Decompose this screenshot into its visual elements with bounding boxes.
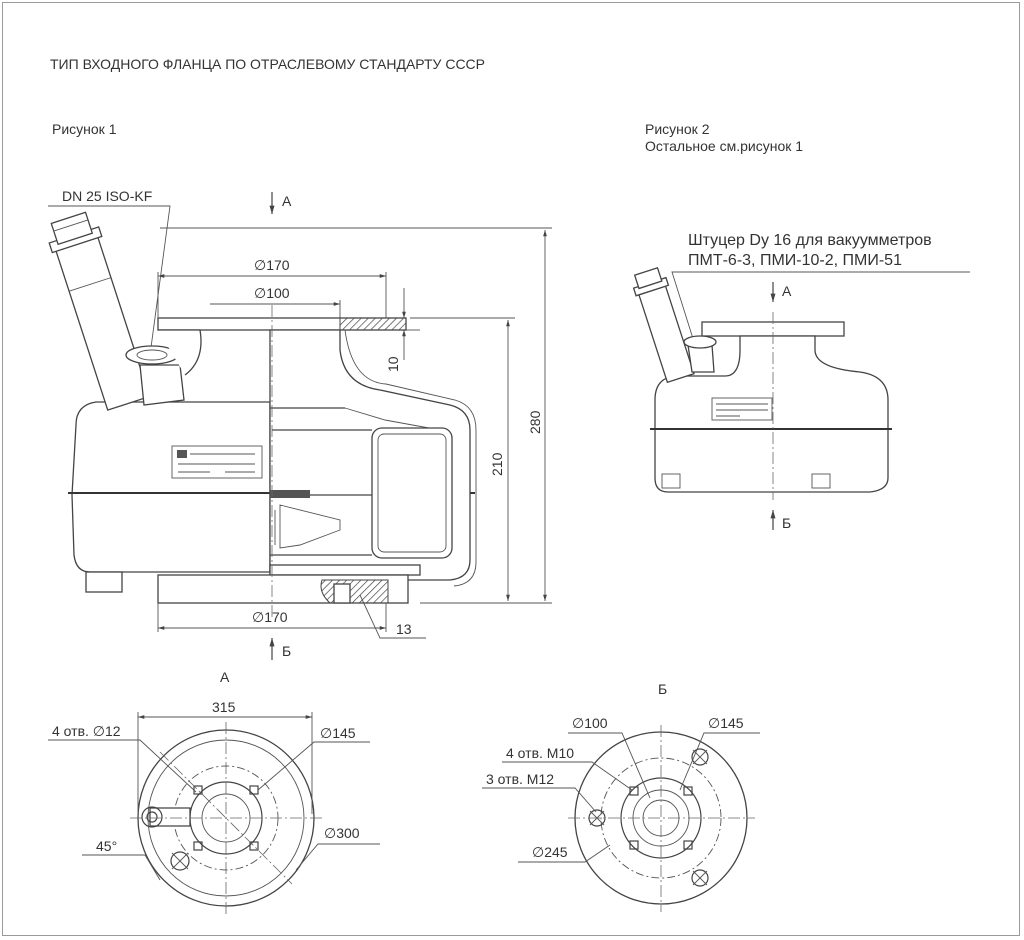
dim-inner-height: 210 <box>489 452 505 476</box>
bottom-flange-section <box>320 579 389 604</box>
figure-1-caption: Рисунок 1 <box>52 121 117 137</box>
dim-total-height: 280 <box>527 410 543 434</box>
drawing-title: ТИП ВХОДНОГО ФЛАНЦА ПО ОТРАСЛЕВОМУ СТАНД… <box>50 56 485 72</box>
top-flange-section <box>339 317 407 331</box>
view-b-holes-m12: 3 отв. М12 <box>486 771 554 787</box>
view-a-arrow-label: А <box>282 193 292 209</box>
inner-cartridge <box>371 427 453 559</box>
fig2-housing <box>654 335 889 493</box>
housing-foot <box>85 571 123 593</box>
fitting-leader <box>671 271 970 346</box>
name-plate <box>171 445 263 479</box>
figure-2-caption: Рисунок 2 <box>645 121 710 137</box>
view-b: Б ∅100 ∅145 <box>482 681 760 912</box>
view-a-pcd: ∅145 <box>320 725 356 741</box>
flange-leader <box>48 205 171 356</box>
dn25-fitting <box>139 364 185 406</box>
dim-bottom-thickness: 13 <box>396 621 412 637</box>
figure-2-subcaption: Остальное см.рисунок 1 <box>645 138 803 154</box>
inlet-pipe <box>48 211 151 411</box>
fig2-inlet-pipe <box>632 266 695 384</box>
view-a-title: А <box>220 669 230 685</box>
upper-neck <box>158 329 202 376</box>
view-a-holes: 4 отв. ∅12 <box>52 723 121 739</box>
view-b-outer: ∅245 <box>532 844 568 860</box>
view-b-inner-circle <box>620 777 702 859</box>
fitting-label-line1: Штуцер Dy 16 для вакуумметров <box>688 232 932 249</box>
fig2-view-b-label: Б <box>782 515 791 531</box>
figure-2: Рисунок 2 Остальное см.рисунок 1 Штуцер … <box>632 121 970 531</box>
flange-label: DN 25 ISO-KF <box>62 188 152 204</box>
dim-top-outer: ∅170 <box>254 257 290 273</box>
view-a-outer: ∅300 <box>324 825 360 841</box>
dim-top-inner: ∅100 <box>254 285 290 301</box>
view-a-angle: 45° <box>96 838 117 854</box>
view-b-arrow-label: Б <box>282 643 291 659</box>
figure-1: Рисунок 1 DN 25 ISO-KF А <box>48 121 552 660</box>
view-a-width: 315 <box>212 699 236 715</box>
view-b-title: Б <box>658 681 667 697</box>
view-b-inner: ∅100 <box>572 715 608 731</box>
fig2-name-plate <box>711 397 773 421</box>
jet-stage <box>279 504 341 549</box>
housing-drum <box>71 401 271 573</box>
view-a: А 315 4 отв. ∅12 ∅145 <box>48 669 380 914</box>
view-b-pcd: ∅145 <box>708 715 744 731</box>
fitting-label-line2: ПМТ-6-3, ПМИ-10-2, ПМИ-51 <box>688 252 902 269</box>
view-b-holes-m10: 4 отв. М10 <box>506 745 574 761</box>
dim-bottom-outer: ∅170 <box>252 609 288 625</box>
fig2-view-a-label: А <box>782 283 792 299</box>
dim-flange-thickness: 10 <box>385 356 401 372</box>
